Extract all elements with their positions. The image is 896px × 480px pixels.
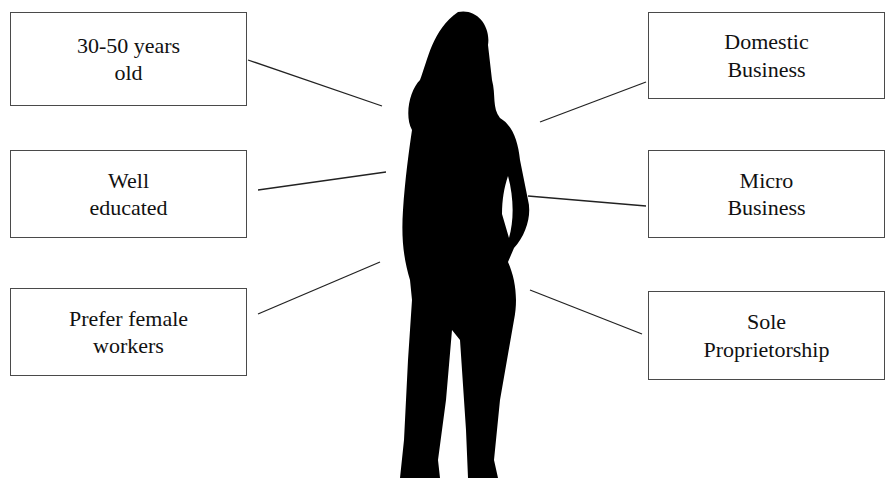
leader-line xyxy=(530,290,642,334)
leader-line xyxy=(528,196,646,206)
leader-line xyxy=(258,172,386,190)
leader-line xyxy=(540,82,646,122)
leader-line xyxy=(258,262,380,314)
attribute-box: 30-50 years old xyxy=(10,12,247,106)
box-label: Well educated xyxy=(79,167,179,222)
attribute-box: Domestic Business xyxy=(648,12,885,99)
box-label: Sole Proprietorship xyxy=(684,308,849,363)
attribute-box: Well educated xyxy=(10,150,247,238)
attribute-box: Sole Proprietorship xyxy=(648,291,885,380)
attribute-box: Prefer female workers xyxy=(10,288,247,376)
attribute-box: Micro Business xyxy=(648,150,885,238)
leader-line xyxy=(248,60,382,106)
box-label: Prefer female workers xyxy=(54,305,204,360)
box-label: 30-50 years old xyxy=(66,32,191,87)
box-label: Domestic Business xyxy=(712,28,822,83)
woman-silhouette xyxy=(400,11,529,478)
box-label: Micro Business xyxy=(717,167,817,222)
